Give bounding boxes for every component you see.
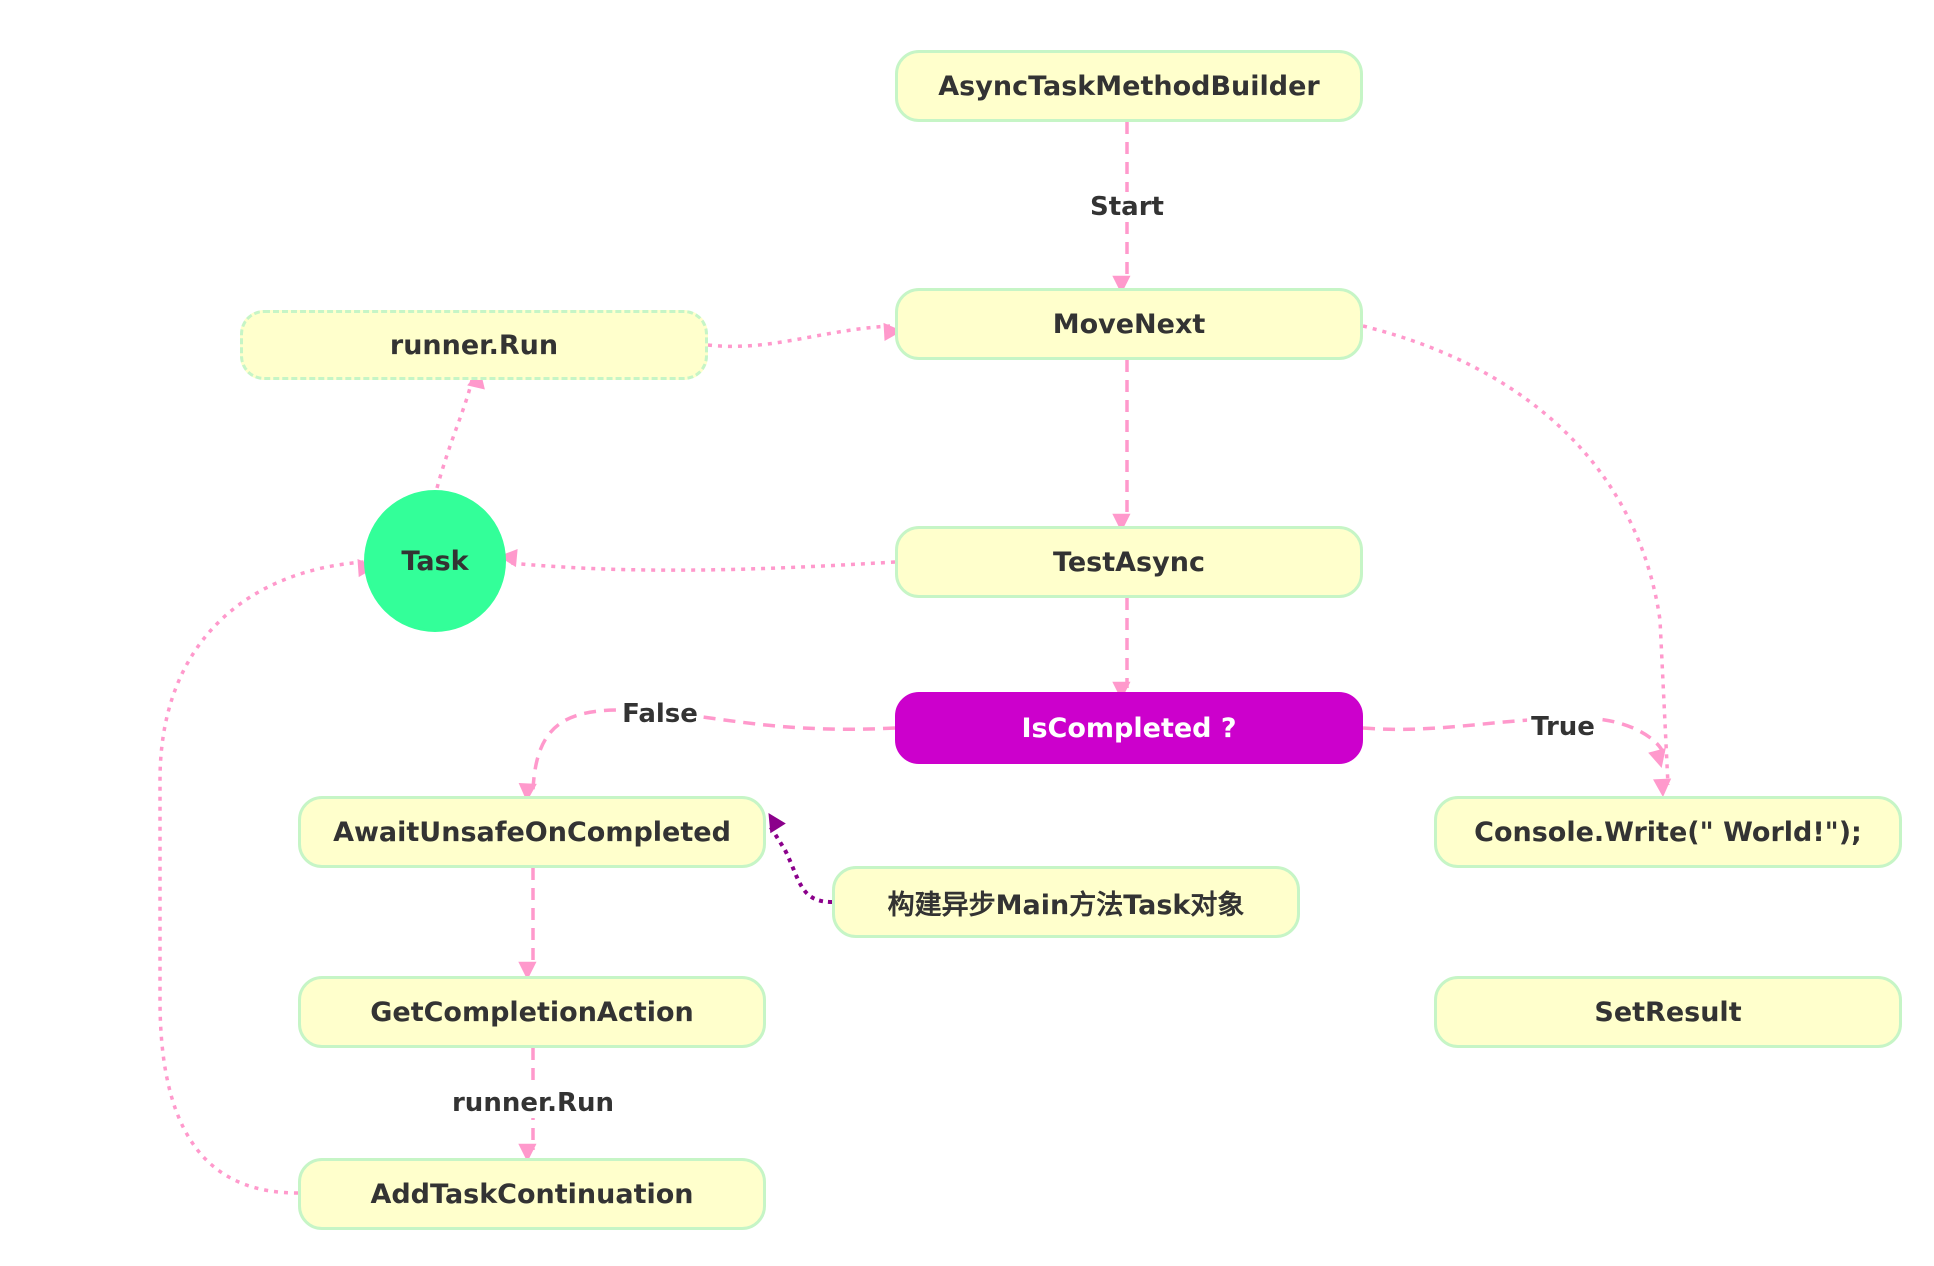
edge-runnerrun-to-movenext	[707, 322, 903, 349]
node-movenext[interactable]: MoveNext	[895, 288, 1363, 360]
edge-testasync-to-task	[498, 548, 896, 572]
node-add-task-continuation[interactable]: AddTaskContinuation	[298, 1158, 766, 1230]
edge-label-start: Start	[1086, 192, 1168, 222]
node-setresult[interactable]: SetResult	[1434, 976, 1902, 1048]
node-runner-run[interactable]: runner.Run	[240, 310, 708, 380]
edge-task-to-runnerrun	[435, 369, 485, 489]
edge-addcontinuation-to-task	[158, 558, 377, 1195]
edge-label-runner-run: runner.Run	[447, 1088, 619, 1118]
node-async-task-method-builder[interactable]: AsyncTaskMethodBuilder	[895, 50, 1363, 122]
edge-label-false: False	[618, 699, 702, 729]
node-get-completion-action[interactable]: GetCompletionAction	[298, 976, 766, 1048]
edge-movenext-to-consolewrite	[1362, 324, 1672, 798]
node-testasync[interactable]: TestAsync	[895, 526, 1363, 598]
edge-iscompleted-false	[518, 708, 896, 802]
node-iscompleted-decision[interactable]: IsCompleted ?	[895, 692, 1363, 764]
node-note-build-async-main[interactable]: 构建异步Main方法Task对象	[832, 866, 1300, 938]
node-console-write[interactable]: Console.Write(" World!");	[1434, 796, 1902, 868]
edge-note-to-await	[768, 812, 833, 904]
edge-label-true: True	[1527, 712, 1599, 742]
node-await-unsafe-on-completed[interactable]: AwaitUnsafeOnCompleted	[298, 796, 766, 868]
node-task[interactable]: Task	[364, 490, 506, 632]
edge-iscompleted-true	[1362, 716, 1666, 768]
